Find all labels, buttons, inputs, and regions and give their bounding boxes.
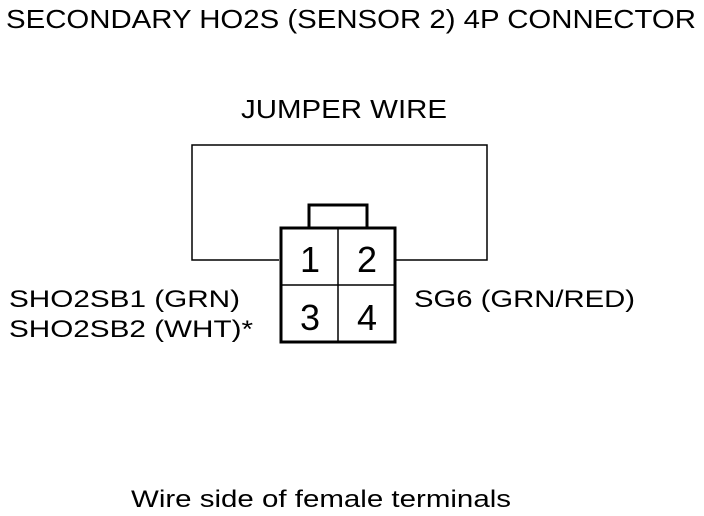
diagram-title: SECONDARY HO2S (SENSOR 2) 4P CONNECTOR [6,4,696,34]
terminal-2: 2 [357,239,377,280]
connector-4p: 1 2 3 4 [279,203,397,344]
wire-label-sho2sb1: SHO2SB1 (GRN) [9,286,240,313]
terminal-3: 3 [300,297,320,338]
jumper-wire-label: JUMPER WIRE [241,94,447,124]
wire-label-sg6: SG6 (GRN/RED) [414,286,635,313]
jumper-wire [191,144,488,261]
terminal-1: 1 [300,239,320,280]
connector-lock-tab [307,203,369,228]
wire-label-sho2sb2: SHO2SB2 (WHT)* [9,316,253,343]
view-caption: Wire side of female terminals [131,486,511,513]
terminal-4: 4 [357,297,377,338]
